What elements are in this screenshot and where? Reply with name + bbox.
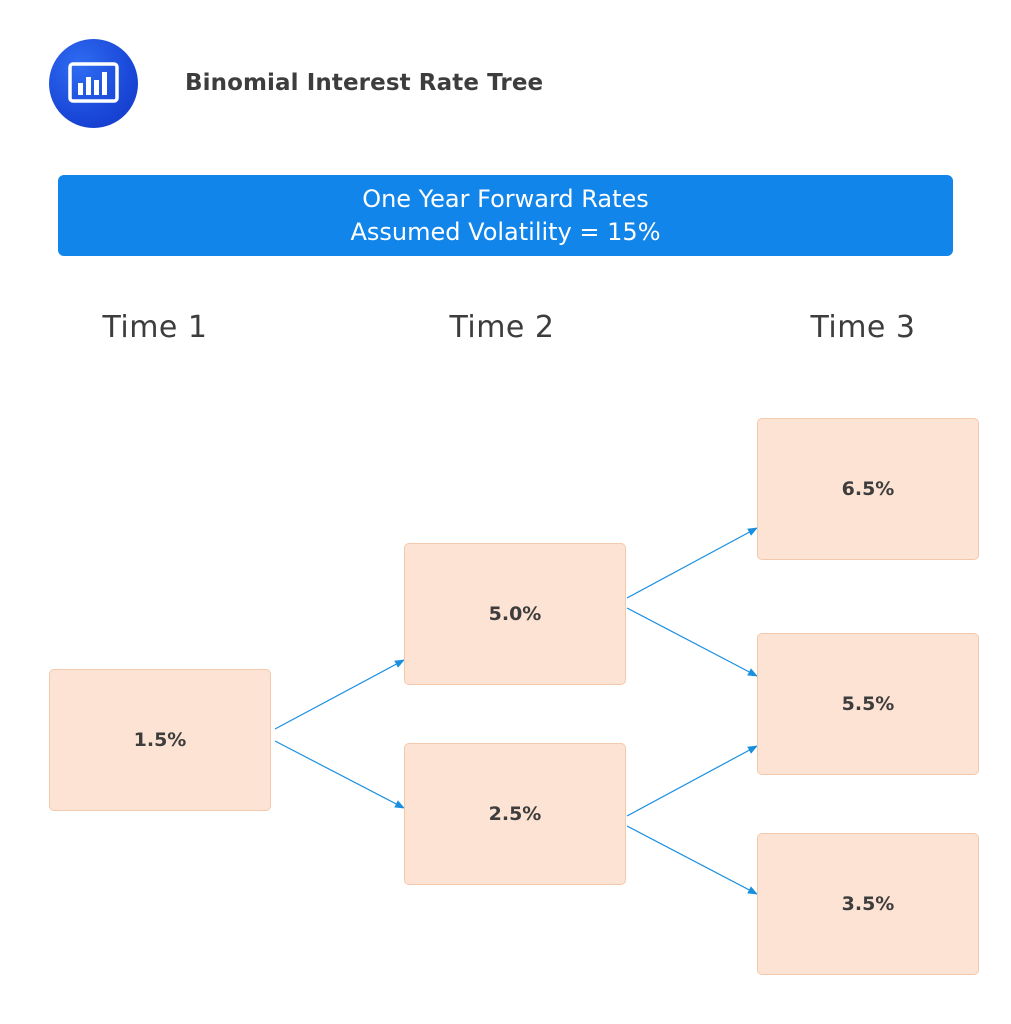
edge-t2up-to-t3-mid	[626, 607, 758, 677]
banner-line-forward-rates: One Year Forward Rates	[362, 184, 649, 213]
node-time2-down-rate: 2.5%	[404, 743, 626, 885]
page-title: Binomial Interest Rate Tree	[185, 70, 544, 96]
column-heading-time-2: Time 2	[449, 310, 555, 345]
column-heading-time-3: Time 3	[810, 310, 916, 345]
banner-line-volatility: Assumed Volatility = 15%	[350, 217, 661, 246]
logo	[49, 39, 138, 128]
edge-t2down-to-t3-mid	[626, 745, 758, 817]
edge-t1-to-t2-down	[274, 740, 405, 809]
node-time2-up-rate: 5.0%	[404, 543, 626, 685]
node-time1-rate: 1.5%	[49, 669, 271, 811]
edge-t2down-to-t3-down	[626, 825, 758, 895]
column-heading-time-1: Time 1	[102, 310, 208, 345]
node-time3-up-rate: 6.5%	[757, 418, 979, 560]
node-time3-mid-rate: 5.5%	[757, 633, 979, 775]
bar-chart-icon	[68, 62, 119, 103]
edge-t2up-to-t3-up	[626, 527, 758, 599]
edge-t1-to-t2-up	[274, 659, 405, 730]
banner: One Year Forward Rates Assumed Volatilit…	[58, 175, 953, 256]
node-time3-down-rate: 3.5%	[757, 833, 979, 975]
